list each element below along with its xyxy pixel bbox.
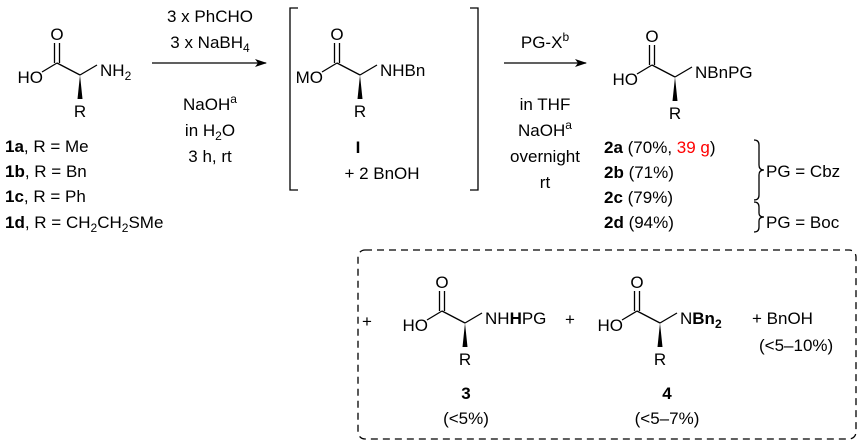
bnoh-byproduct: + BnOH [752, 309, 813, 328]
svg-text:PG-Xb: PG-Xb [521, 30, 570, 52]
plus-sign: + [565, 310, 575, 329]
svg-text:NaOHa: NaOHa [183, 92, 237, 114]
pg-boc-label: PG = Boc [766, 213, 840, 232]
svg-text:3 x NaBH4: 3 x NaBH4 [170, 33, 250, 55]
svg-text:NHHPG: NHHPG [485, 309, 546, 328]
svg-text:R: R [459, 350, 471, 369]
svg-text:3 h, rt: 3 h, rt [188, 147, 232, 166]
svg-text:O: O [645, 27, 658, 46]
side-product-4: O HO NBn2 R [598, 273, 722, 369]
svg-text:O: O [330, 25, 343, 44]
compound-3-label: 3 [461, 384, 470, 403]
svg-text:1d, R = CH2CH2SMe: 1d, R = CH2CH2SMe [5, 213, 163, 235]
product-yields: 2a (70%, 39 g) 2b (71%) 2c (79%) 2d (94%… [604, 138, 716, 232]
svg-text:2c (79%): 2c (79%) [604, 188, 673, 207]
side-products-box [357, 249, 857, 440]
byproduct-bnoh: + 2 BnOH [344, 164, 419, 183]
svg-text:NBnPG: NBnPG [695, 63, 753, 82]
svg-text:O: O [435, 273, 448, 292]
step1-conditions: 3 x PhCHO 3 x NaBH4 NaOHa in H2O 3 h, rt [167, 7, 253, 166]
side-product-3: O HO NHHPG R [403, 273, 547, 369]
intermediate-I: O MO NHBn R [296, 25, 426, 121]
intermediate-label: I [356, 138, 361, 157]
svg-text:NaOHa: NaOHa [518, 118, 572, 140]
plus-sign: + [362, 312, 372, 331]
svg-text:1c, R = Ph: 1c, R = Ph [5, 187, 86, 206]
bracket-left [289, 7, 298, 191]
svg-text:1a, R = Me: 1a, R = Me [5, 137, 89, 156]
svg-text:1b, R = Bn: 1b, R = Bn [5, 162, 87, 181]
bracket-right [470, 7, 479, 191]
svg-text:2a (70%, 39 g): 2a (70%, 39 g) [604, 138, 716, 157]
product-2: O HO NBnPG R [613, 27, 753, 123]
svg-text:HO: HO [403, 316, 429, 335]
svg-text:2b (71%): 2b (71%) [604, 163, 674, 182]
starting-material-1: O HO NH2 R [18, 25, 132, 121]
atom-r: R [74, 102, 86, 121]
bnoh-yield: (<5–10%) [759, 336, 833, 355]
svg-text:R: R [354, 102, 366, 121]
svg-text:NBn2: NBn2 [680, 309, 722, 331]
svg-text:O: O [630, 273, 643, 292]
compound-4-yield: (<5–7%) [635, 409, 700, 428]
svg-text:in THF: in THF [520, 95, 571, 114]
atom-ho: HO [18, 68, 44, 87]
svg-text:2d (94%): 2d (94%) [604, 213, 674, 232]
compound-3-yield: (<5%) [443, 409, 489, 428]
pg-cbz-label: PG = Cbz [766, 162, 840, 181]
svg-text:3 x PhCHO: 3 x PhCHO [167, 7, 253, 26]
svg-text:HO: HO [613, 70, 639, 89]
brace-boc [753, 201, 765, 233]
svg-text:MO: MO [296, 68, 323, 87]
svg-text:HO: HO [598, 316, 624, 335]
compound-4-label: 4 [662, 384, 672, 403]
substrate-labels: 1a, R = Me 1b, R = Bn 1c, R = Ph 1d, R =… [5, 137, 163, 235]
brace-cbz [753, 139, 765, 201]
svg-text:rt: rt [540, 173, 551, 192]
svg-text:overnight: overnight [510, 147, 580, 166]
svg-text:in H2O: in H2O [185, 121, 235, 143]
svg-text:R: R [654, 350, 666, 369]
svg-text:R: R [669, 104, 681, 123]
step2-conditions: PG-Xb in THF NaOHa overnight rt [510, 30, 580, 192]
atom-o: O [50, 25, 63, 44]
amine-group: NH2 [100, 61, 132, 83]
svg-text:NHBn: NHBn [380, 61, 425, 80]
